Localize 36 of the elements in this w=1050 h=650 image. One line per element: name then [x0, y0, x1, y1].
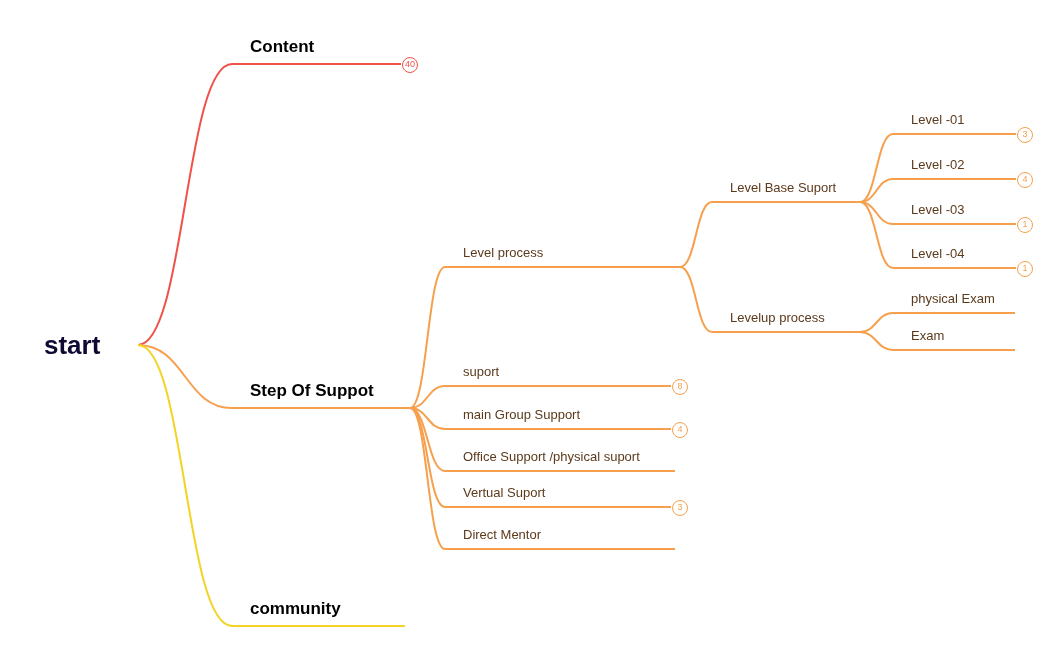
subtopic: main Group Support [445, 403, 671, 430]
branch-line [859, 201, 894, 225]
subtopic: Level -03 [893, 198, 1016, 225]
main-topic: Step Of Suppot [232, 376, 410, 409]
subtopic: Level process [445, 241, 680, 268]
subtopic: Level -02 [893, 153, 1016, 180]
count-badge: 1 [1017, 261, 1033, 277]
subtopic: Levelup process [712, 306, 860, 333]
subtopic: suport [445, 360, 671, 387]
count-badge: 1 [1017, 217, 1033, 233]
branch-line [679, 201, 713, 268]
count-badge: 4 [1017, 172, 1033, 188]
subtopic: Direct Mentor [445, 523, 675, 550]
branch-line [409, 407, 446, 550]
subtopic: physical Exam [893, 287, 1015, 314]
subtopic: Office Support /physical suport [445, 445, 675, 472]
branch-line [409, 266, 446, 409]
branch-line [859, 201, 894, 269]
branch-line [859, 331, 894, 351]
subtopic: Level Base Suport [712, 176, 860, 203]
count-badge: 4 [672, 422, 688, 438]
count-badge: 40 [402, 57, 418, 73]
subtopic: Level -04 [893, 242, 1016, 269]
subtopic: Exam [893, 324, 1015, 351]
root-topic: start [44, 327, 101, 363]
subtopic: Level -01 [893, 108, 1016, 135]
main-topic: Content [232, 32, 401, 65]
count-badge: 3 [672, 500, 688, 516]
subtopic: Vertual Suport [445, 481, 671, 508]
count-badge: 3 [1017, 127, 1033, 143]
branch-line [859, 133, 894, 203]
main-topic: community [232, 594, 405, 627]
count-badge: 8 [672, 379, 688, 395]
branch-line [679, 266, 713, 333]
branch-line [137, 344, 233, 627]
branch-line [409, 407, 446, 430]
